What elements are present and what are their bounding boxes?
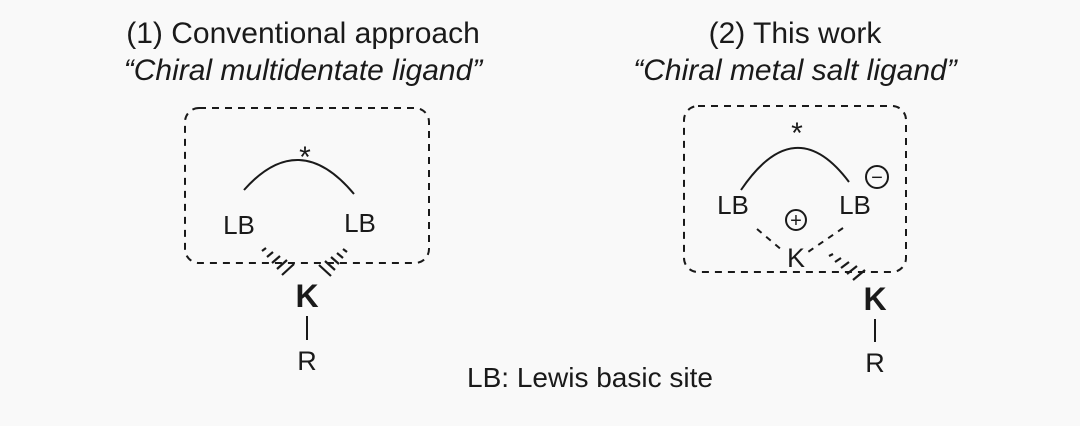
panel2-minus-sign: −: [871, 167, 883, 189]
panel1-lb-right: LB: [344, 208, 376, 238]
panel-this-work: (2) This work “Chiral metal salt ligand”…: [633, 17, 958, 378]
panel2-lb-right: LB: [839, 190, 871, 220]
panel2-hash-bond: [828, 253, 866, 281]
panel1-ligand-arc: [243, 159, 355, 195]
panel1-ligand-box: [184, 107, 430, 264]
panel2-ligand-box: [683, 105, 907, 273]
panel2-coord-bond-left: [756, 228, 784, 252]
panel1-subtitle: “Chiral multidentate ligand”: [124, 54, 485, 87]
panel1-title: (1) Conventional approach: [126, 17, 480, 50]
panel-conventional: (1) Conventional approach “Chiral multid…: [124, 17, 485, 376]
panel2-minus-circle: [865, 165, 889, 189]
panel2-chiral-star: *: [791, 117, 803, 150]
panel2-r-group: R: [865, 348, 885, 378]
panel1-hash-bond-left: [261, 247, 295, 276]
panel2-inner-k: K: [787, 243, 805, 273]
panel1-r-group: R: [297, 346, 317, 376]
panel2-plus-sign: +: [790, 210, 802, 232]
panel2-plus-circle: [785, 209, 807, 231]
panel2-lb-left: LB: [717, 190, 749, 220]
lb-legend: LB: Lewis basic site: [467, 362, 713, 393]
panel2-title: (2) This work: [709, 17, 883, 50]
panel2-coord-bond-right: [807, 227, 844, 253]
panel1-hash-bond-right: [318, 248, 348, 277]
panel1-lb-left: LB: [223, 210, 255, 240]
panel1-chiral-star: *: [299, 141, 311, 174]
panel2-metal-k: K: [863, 281, 886, 317]
panel2-subtitle: “Chiral metal salt ligand”: [633, 54, 958, 87]
panel1-metal-k: K: [295, 278, 318, 314]
panel2-ligand-arc: [740, 146, 850, 191]
